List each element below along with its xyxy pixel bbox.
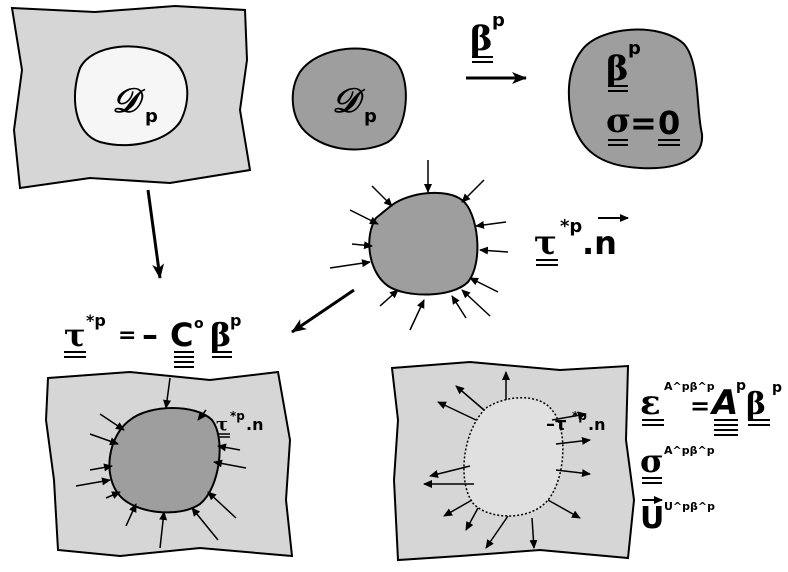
force-arrow <box>409 299 425 331</box>
free-equals: = <box>630 104 657 142</box>
free-zero: 0 <box>658 104 680 142</box>
force-arrow <box>125 503 137 527</box>
res-eps: ε <box>640 383 661 423</box>
force-arrow <box>351 241 373 250</box>
force-arrow <box>469 277 499 293</box>
force-arrow <box>551 411 587 421</box>
transformed-inclusion: β p σ = 0 <box>567 28 704 170</box>
force-arrow <box>443 499 473 517</box>
res-sigma-sup: A^pβ^p <box>664 444 715 457</box>
force-arrow <box>217 443 241 452</box>
force-arrow <box>89 463 113 472</box>
force-arrow <box>437 401 477 421</box>
matrix-panel-top-left: 𝒟 p <box>10 4 252 190</box>
free-beta: β <box>606 49 629 89</box>
traction-tau-sup: *p <box>560 216 582 237</box>
br-tau-sup: *p <box>572 409 587 423</box>
bottom-right-ghost-inclusion <box>463 397 564 517</box>
force-arrow <box>475 220 507 229</box>
bl-tau-sup: *p <box>230 409 245 423</box>
force-arrow <box>547 499 581 519</box>
traction-inclusion: τ *p .n <box>329 160 629 331</box>
force-arrow <box>485 515 509 549</box>
force-arrow <box>451 295 467 319</box>
force-arrow <box>329 259 371 269</box>
matrix-panel-bottom-left: τ *p .n <box>44 370 294 558</box>
inclusion-shape <box>291 47 407 151</box>
inward-arrows <box>75 377 247 549</box>
force-arrow <box>213 459 247 469</box>
force-arrow <box>529 517 538 549</box>
hole-region <box>73 45 189 146</box>
force-arrow <box>197 409 207 421</box>
force-arrow <box>379 289 399 307</box>
outward-arrows <box>423 371 591 549</box>
force-arrow <box>429 465 471 478</box>
bl-dot-n: .n <box>246 415 263 434</box>
free-beta-sup: p <box>628 38 641 59</box>
force-arrow <box>461 289 491 317</box>
eq-tau-sup: *p <box>86 311 106 330</box>
eigenstrain-arrow: β p <box>466 10 527 84</box>
force-arrow <box>371 185 393 207</box>
res-beta: β <box>746 387 766 422</box>
hole-label-sub: p <box>145 106 158 127</box>
force-arrow <box>555 436 591 445</box>
arrow-down <box>146 189 165 279</box>
isolated-inclusion: 𝒟 p <box>291 47 407 151</box>
arrow-beta: β <box>470 19 493 59</box>
bl-tau: τ <box>216 414 228 435</box>
force-arrow <box>555 469 591 478</box>
eq-C-sup: o <box>194 316 204 332</box>
stress-equation: τ *p = – C o β p <box>64 311 241 368</box>
res-U: U <box>640 501 664 536</box>
traction-arrows <box>329 160 509 331</box>
eq-minus: – <box>142 316 158 354</box>
traction-tau: τ <box>534 223 557 263</box>
bottom-left-inclusion <box>108 407 221 514</box>
res-A-sup: p <box>736 378 746 394</box>
traction-shape <box>368 191 479 296</box>
br-dot-n: .n <box>588 415 605 434</box>
free-sigma: σ <box>606 101 631 141</box>
res-U-sup: U^pβ^p <box>664 500 715 513</box>
inclusion-label-sub: p <box>364 106 377 127</box>
arrow-diagonal <box>291 288 355 334</box>
eq-beta-sup: p <box>230 311 241 330</box>
arrow-beta-sup: p <box>492 10 505 31</box>
force-arrow <box>461 179 485 203</box>
matrix-panel-bottom-right: –τ *p .n <box>390 360 636 562</box>
force-arrow <box>191 507 219 541</box>
force-arrow <box>465 507 479 531</box>
force-arrow <box>105 491 121 499</box>
force-arrow <box>99 413 125 431</box>
force-arrow <box>455 385 485 411</box>
traction-dot-n: .n <box>582 224 617 262</box>
force-arrow <box>207 491 237 519</box>
br-neg-tau: –τ <box>546 414 567 435</box>
res-eps-sup: A^pβ^p <box>664 380 715 393</box>
res-sigma: σ <box>640 442 664 480</box>
eq-C: C <box>170 316 193 354</box>
force-arrow <box>159 511 168 549</box>
force-arrow <box>349 209 379 225</box>
res-equals: = <box>690 392 710 420</box>
transformed-shape <box>567 28 704 170</box>
force-arrow <box>75 477 111 487</box>
force-arrow <box>163 377 172 409</box>
force-arrow <box>479 246 509 255</box>
res-beta-sup: p <box>772 380 782 396</box>
eq-tau: τ <box>64 316 86 354</box>
eq-beta: β <box>210 316 231 354</box>
force-arrow <box>89 433 119 446</box>
res-A: A <box>709 383 738 423</box>
result-equations: ε A^pβ^p = A p β p σ A^pβ^p U U^pβ^p <box>640 378 782 536</box>
eq-equals: = <box>118 323 136 348</box>
